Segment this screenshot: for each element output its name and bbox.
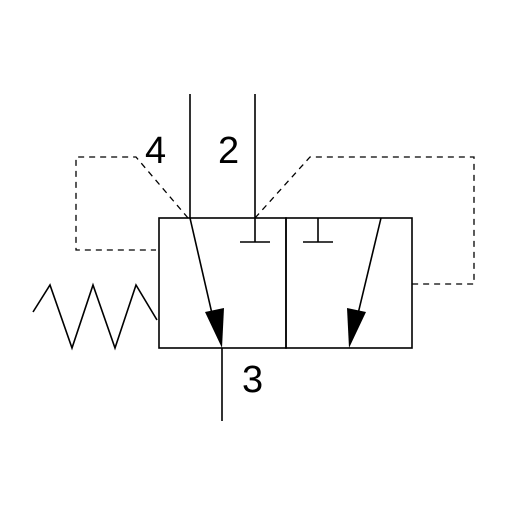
port-label-2: 2 [218, 130, 239, 172]
flow-arrow-right [347, 217, 382, 348]
flow-arrow-left [189, 217, 224, 348]
port-label-3: 3 [242, 359, 263, 401]
pilot-line-left [75, 156, 189, 251]
port-label-4: 4 [145, 130, 166, 172]
blocked-port-symbol-right [303, 218, 333, 243]
pilot-line-right [254, 156, 475, 285]
spring-actuator [32, 282, 158, 351]
blocked-port-symbol-left [240, 218, 270, 243]
